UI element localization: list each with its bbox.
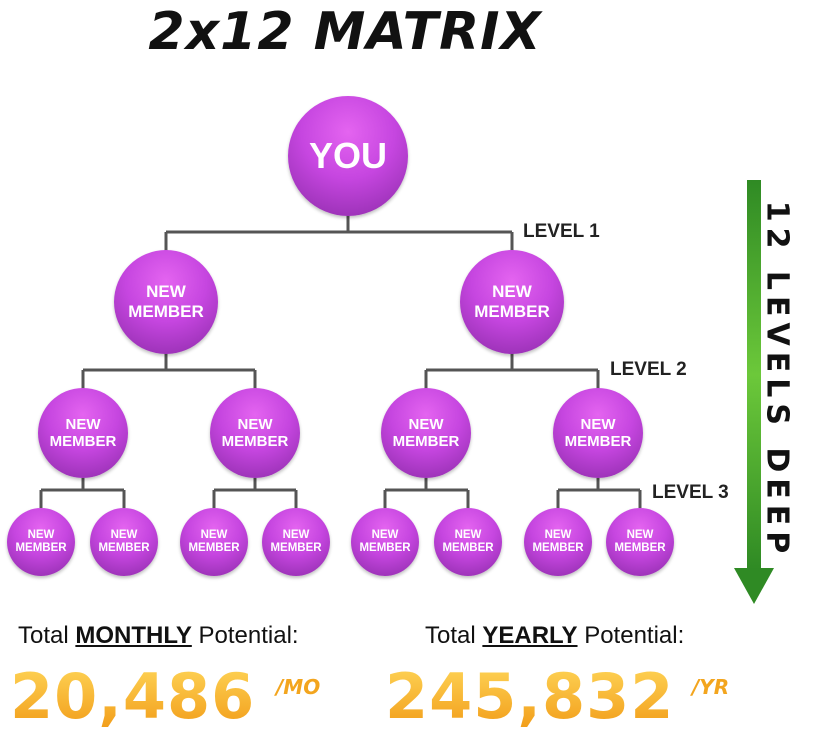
member-label: MEMBER (270, 542, 322, 554)
yearly-emphasis: YEARLY (482, 622, 578, 649)
member-label: NEW (454, 528, 482, 541)
member-label: MEMBER (532, 542, 584, 554)
monthly-suffix-text: Potential: (191, 622, 299, 649)
monthly-label: Total MONTHLY Potential: (18, 622, 299, 650)
yearly-prefix: Total (425, 622, 483, 649)
member-label: NEW (146, 282, 186, 302)
connector-l3-c (383, 478, 470, 508)
member-label: MEMBER (614, 542, 666, 554)
member-label: NEW (580, 415, 616, 433)
member-label: MEMBER (49, 433, 117, 450)
monthly-value: 20,486 (10, 660, 256, 733)
member-label: MEMBER (188, 542, 240, 554)
member-label: MEMBER (442, 542, 494, 554)
member-label: MEMBER (474, 302, 550, 321)
monthly-emphasis: MONTHLY (75, 622, 192, 649)
member-label: MEMBER (128, 302, 204, 321)
yearly-unit: /YR (692, 675, 730, 699)
level-3-label: LEVEL 3 (652, 482, 729, 503)
member-label: NEW (237, 415, 273, 433)
monthly-unit: /MO (276, 675, 321, 699)
member-label: MEMBER (392, 433, 460, 450)
member-label: NEW (65, 415, 101, 433)
monthly-prefix: Total (18, 622, 76, 649)
member-label: NEW (626, 528, 654, 541)
member-label: MEMBER (15, 542, 67, 554)
yearly-value: 245,832 (385, 660, 675, 733)
root-node: YOU (288, 96, 408, 216)
connector-l2-right (424, 352, 600, 390)
level-1-label: LEVEL 1 (523, 221, 600, 242)
member-label: NEW (544, 528, 572, 541)
member-label: NEW (200, 528, 228, 541)
connector-l3-b (212, 478, 298, 508)
connector-l3-d (556, 478, 642, 508)
member-label: MEMBER (98, 542, 150, 554)
connector-l1 (164, 215, 514, 252)
depth-label: 12 LEVELS DEEP (759, 200, 795, 560)
member-label: MEMBER (221, 433, 289, 450)
level-2-label: LEVEL 2 (610, 359, 687, 380)
member-label: NEW (371, 528, 399, 541)
member-label: MEMBER (359, 542, 411, 554)
page-title: 2x12 MATRIX (148, 2, 542, 62)
depth-label-box: 12 LEVELS DEEP (759, 190, 795, 570)
yearly-suffix-text: Potential: (577, 622, 685, 649)
connector-l2-left (81, 352, 257, 390)
root-label: YOU (308, 135, 387, 177)
member-label: NEW (408, 415, 444, 433)
depth-arrow (734, 180, 774, 604)
member-label: NEW (27, 528, 55, 541)
yearly-label: Total YEARLY Potential: (425, 622, 684, 650)
member-label: NEW (110, 528, 138, 541)
member-label: NEW (492, 282, 532, 302)
member-label: NEW (282, 528, 310, 541)
connector-l3-a (39, 478, 126, 508)
member-label: MEMBER (564, 433, 632, 450)
